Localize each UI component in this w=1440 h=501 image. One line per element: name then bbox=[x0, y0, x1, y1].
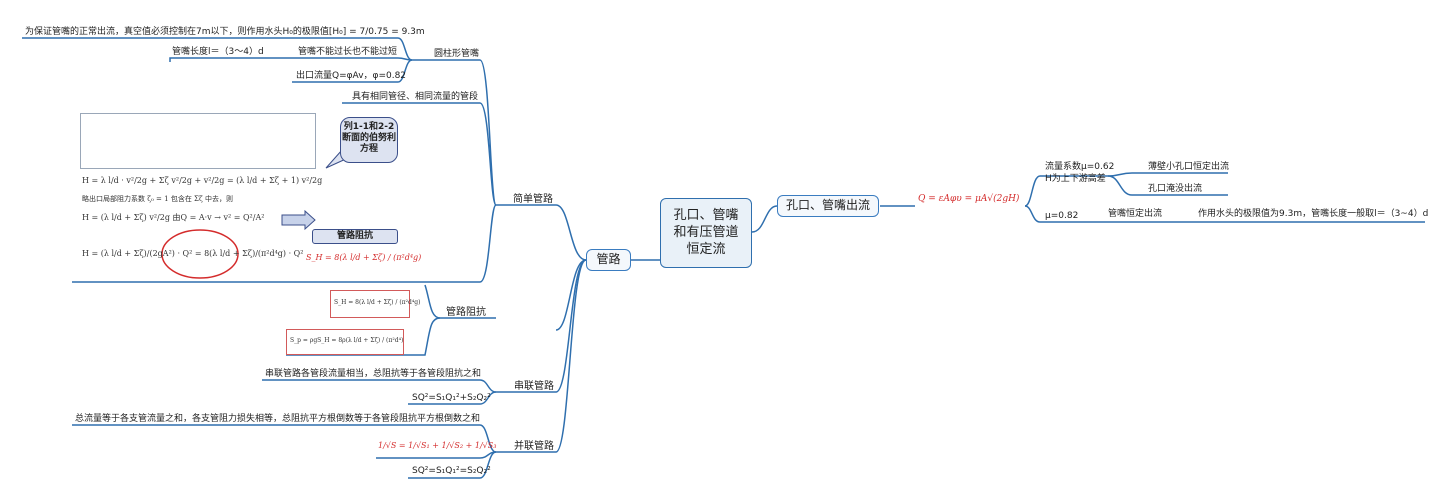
root-topic[interactable]: 孔口、管嘴 和有压管道 恒定流 bbox=[660, 198, 752, 268]
formula-h1: H = λ l/d · v²/2g + Σζ v²/2g + v²/2g = (… bbox=[82, 176, 323, 185]
simple-pipe-label[interactable]: 简单管路 bbox=[513, 194, 553, 205]
vacuum-note: 为保证管嘴的正常出流，真空值必须控制在7m以下，则作用水头H₀的极限值[H₀] … bbox=[25, 27, 425, 37]
formula-note: 略出口局部阻力系数 ζ₀ = 1 包含在 Σζ 中去，则 bbox=[82, 195, 234, 203]
orifice-h: H为上下游高差 bbox=[1045, 174, 1106, 184]
connector-imp-formula bbox=[286, 317, 441, 356]
connector-parallel bbox=[496, 259, 587, 453]
connector-cylinder bbox=[412, 59, 497, 206]
connector-formulas bbox=[72, 204, 497, 283]
nozzle-note: 作用水头的极限值为9.3m，管嘴长度一般取l＝（3~4）d bbox=[1198, 209, 1429, 219]
orifice-mu: 流量系数μ=0.62 bbox=[1045, 162, 1115, 172]
parallel-eq: SQ²=S₁Q₁²=S₂Q₂² bbox=[412, 466, 491, 476]
root-line-2: 和有压管道 bbox=[673, 225, 739, 240]
pipe-diagram-frame bbox=[80, 113, 316, 169]
resistance-formula: S_H = 8(λ l/d + Σζ) / (π²d⁴g) bbox=[306, 253, 422, 262]
formula-h2: H = (λ l/d + Σζ) v²/2g 由Q = A·v → v² = Q… bbox=[82, 213, 265, 222]
connector-series bbox=[496, 259, 587, 393]
connector-flow bbox=[292, 59, 413, 83]
nozzle-mu: μ=0.82 bbox=[1045, 211, 1079, 221]
parallel-formula: 1/√S = 1/√S₁ + 1/√S₂ + 1/√S₃ bbox=[378, 441, 497, 450]
orifice-nozzle-node[interactable]: 孔口、管嘴出流 bbox=[777, 195, 879, 217]
series-pipe-label[interactable]: 串联管路 bbox=[514, 381, 554, 392]
root-line-3: 恒定流 bbox=[686, 242, 726, 257]
bernoulli-callout: 列1-1和2-2断面的伯努利方程 bbox=[340, 117, 398, 163]
highlight-circle bbox=[161, 229, 239, 279]
connector-submerged bbox=[1107, 175, 1228, 196]
root-line-1: 孔口、管嘴 bbox=[673, 208, 739, 223]
connector-length-val bbox=[169, 57, 295, 62]
arrow-icon bbox=[281, 209, 316, 231]
connector-orifice-branch bbox=[1024, 175, 1108, 207]
impedance-label[interactable]: 管路阻抗 bbox=[446, 307, 486, 318]
series-eq: SQ²=S₁Q₁²+S₂Q₂² bbox=[412, 393, 491, 403]
impedance-sp-box bbox=[286, 329, 404, 355]
orifice-formula: Q = εAφυ = μA√(2gH) bbox=[918, 194, 1020, 204]
connector-parallel-desc bbox=[72, 424, 497, 453]
pipe-node[interactable]: 管路 bbox=[586, 249, 631, 271]
connector-series-eq bbox=[408, 391, 497, 405]
resistance-tag: 管路阻抗 bbox=[312, 229, 398, 244]
same-pipe-note: 具有相同管径、相同流量的管段 bbox=[352, 92, 479, 102]
thin-wall-orifice[interactable]: 薄壁小孔口恒定出流 bbox=[1148, 162, 1230, 172]
submerged-orifice[interactable]: 孔口淹没出流 bbox=[1148, 184, 1203, 194]
impedance-formula-box bbox=[330, 290, 410, 318]
nozzle-length-note: 管嘴不能过长也不能过短 bbox=[298, 47, 398, 57]
connector-root-orifice bbox=[751, 205, 778, 233]
formula-h3: H = (λ l/d + Σζ)/(2gA²) · Q² = 8(λ l/d +… bbox=[82, 249, 304, 258]
impedance-formula-sh: S_H = 8(λ l/d + Σζ) / (π²d⁴g) bbox=[334, 299, 421, 306]
connector-simple bbox=[496, 204, 587, 261]
impedance-formula-sp: S_p = ρgS_H = 8ρ(λ l/d + Σζ) / (π²d⁴) bbox=[290, 337, 404, 344]
cylinder-nozzle-label[interactable]: 圆柱形管嘴 bbox=[434, 49, 480, 59]
parallel-pipe-label[interactable]: 并联管路 bbox=[514, 441, 554, 452]
parallel-desc: 总流量等于各支管流量之和，各支管阻力损失相等，总阻抗平方根倒数等于各管段阻抗平方… bbox=[75, 414, 481, 424]
connector-parallel-eq bbox=[408, 451, 497, 479]
connector-free bbox=[1107, 172, 1228, 177]
connector-parallel-formula bbox=[376, 451, 497, 459]
nozzle-steady-flow[interactable]: 管嘴恒定出流 bbox=[1108, 209, 1163, 219]
nozzle-length-value: 管嘴长度l＝（3～4）d bbox=[172, 47, 264, 57]
connector-same-pipe bbox=[342, 102, 497, 206]
connector-imp-up bbox=[555, 259, 587, 331]
outlet-flow: 出口流量Q=φAv，φ=0.82 bbox=[296, 71, 407, 81]
series-desc: 串联管路各管段流量相当，总阻抗等于各管段阻抗之和 bbox=[265, 369, 482, 379]
connector-series-desc bbox=[262, 379, 497, 393]
connector-length bbox=[295, 57, 413, 61]
connector-nozzle-branch bbox=[1024, 205, 1100, 223]
